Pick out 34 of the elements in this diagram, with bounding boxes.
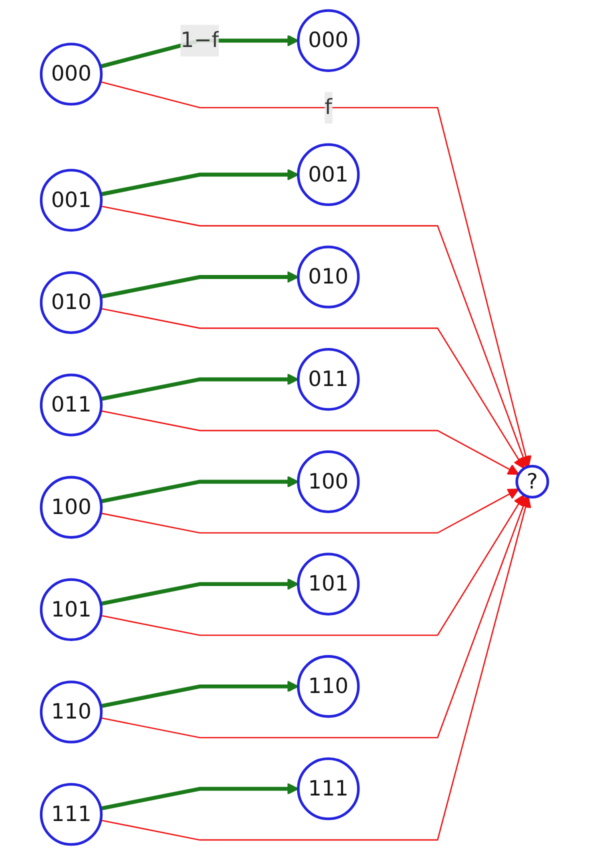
arrow xyxy=(100,488,520,534)
edge-label: 1−f xyxy=(180,27,220,52)
node-circle: 001 xyxy=(296,143,360,206)
node-circle: 110 xyxy=(40,680,103,744)
arrow xyxy=(100,410,520,475)
arrow xyxy=(100,578,299,606)
node-circle: 010 xyxy=(296,246,360,308)
arrow xyxy=(100,81,532,468)
node-circle: 111 xyxy=(40,783,103,846)
arrow xyxy=(100,205,529,468)
node-circle: 100 xyxy=(296,450,360,514)
node-circle: 111 xyxy=(296,757,360,820)
node-circle: 011 xyxy=(40,374,103,436)
node-circle: 000 xyxy=(40,42,103,106)
node-circle: 001 xyxy=(40,168,103,232)
node-circle: 000 xyxy=(296,9,360,72)
node-circle: 010 xyxy=(40,271,103,334)
arrow xyxy=(100,782,299,810)
arrow xyxy=(100,680,299,708)
node-circle: 100 xyxy=(40,476,103,539)
arrow xyxy=(100,168,299,196)
arrow xyxy=(100,494,525,636)
edge-label: f xyxy=(324,94,332,120)
arrow xyxy=(100,476,299,504)
arrow xyxy=(100,374,299,402)
node-circle: 101 xyxy=(40,578,103,642)
arrow xyxy=(100,308,525,470)
arrow xyxy=(100,271,299,299)
node-circle: 110 xyxy=(296,655,360,718)
arrow xyxy=(100,496,532,841)
node-circle: 011 xyxy=(296,348,360,411)
node-circle: 101 xyxy=(296,552,360,616)
node-circle: ? xyxy=(515,464,550,499)
arrow xyxy=(100,496,529,738)
